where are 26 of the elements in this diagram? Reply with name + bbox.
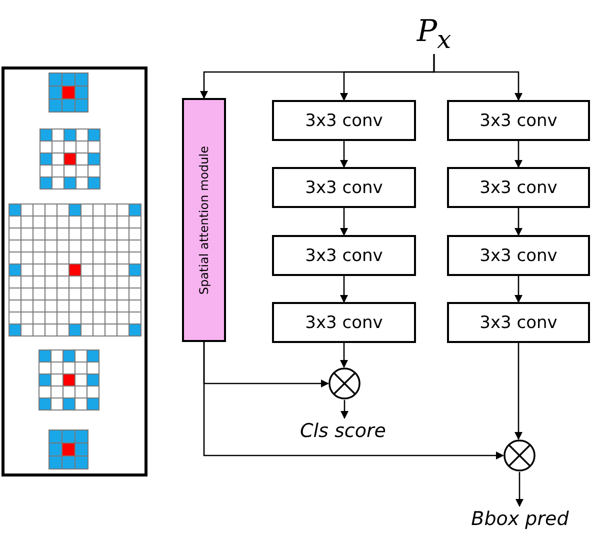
conv-box: 3x3 conv [447,235,590,276]
conv-box: 3x3 conv [272,302,416,343]
conv-box: 3x3 conv [272,167,416,208]
arrow [516,472,524,507]
arrow [514,276,522,303]
arrow [203,342,504,460]
multiply-circle [503,439,536,472]
arrow [433,54,522,101]
arrow [340,343,348,368]
conv-box: 3x3 conv [272,100,416,141]
module-box: Spatial attention module [182,98,226,342]
multiply-circle [328,367,361,400]
arrow [514,141,522,168]
arrow [340,208,348,236]
arrow [340,400,348,419]
arrow [514,343,522,440]
conv-box: 3x3 conv [272,235,416,276]
input-label: P$_{x}$ [412,14,456,54]
arrow [340,276,348,303]
output-label: Bbox pred [462,506,578,532]
conv-box: 3x3 conv [447,302,590,343]
conv-box: 3x3 conv [447,100,590,141]
conv-box: 3x3 conv [447,167,590,208]
arrow [340,141,348,168]
output-label: Cls score [295,418,391,444]
arrow [514,208,522,236]
